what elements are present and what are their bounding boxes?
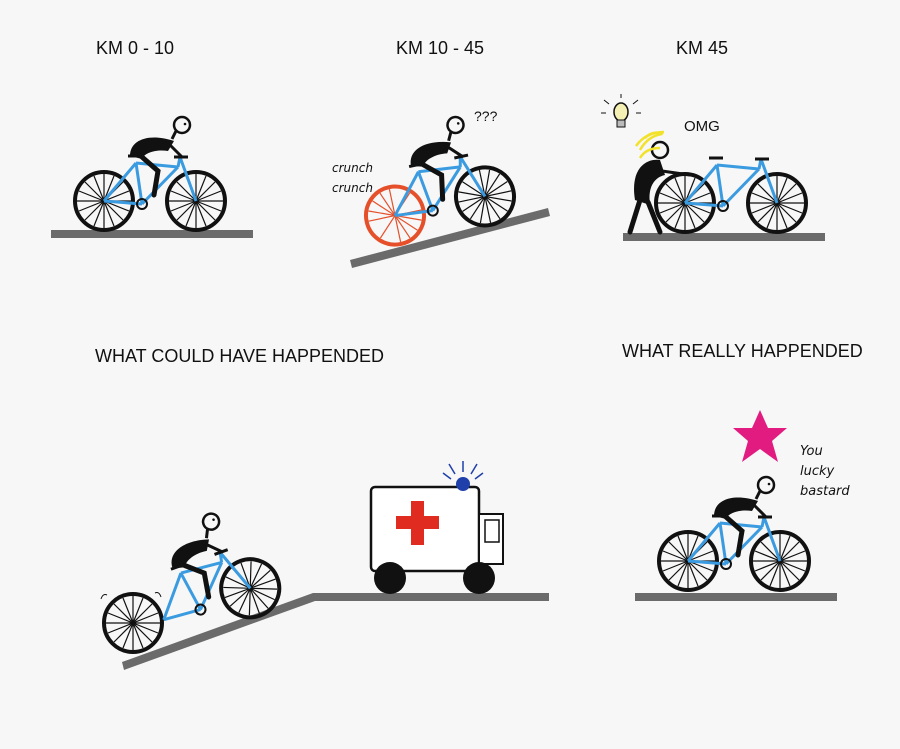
caption-line-3: bastard xyxy=(800,484,850,499)
thought-text: ??? xyxy=(474,108,498,124)
loose-wheel xyxy=(100,592,164,654)
caption-line-2: lucky xyxy=(800,464,835,479)
sound-text-1: crunch xyxy=(332,161,373,175)
bicycle-icon xyxy=(659,477,809,590)
panel-4-title: WHAT COULD HAVE HAPPENDED xyxy=(95,346,385,366)
ambulance-icon xyxy=(369,461,504,594)
road xyxy=(635,593,837,601)
bicycle-icon xyxy=(146,499,290,629)
panel-km-45 xyxy=(601,94,825,241)
bicycle-icon xyxy=(364,108,522,247)
rider-icon xyxy=(159,511,242,605)
panel-could-have xyxy=(100,461,549,670)
bicycle-icon xyxy=(656,158,806,232)
panel-1-title: KM 0 - 10 xyxy=(96,38,175,58)
exclaim-text: OMG xyxy=(684,118,720,135)
road xyxy=(313,593,549,601)
panel-3-title: KM 45 xyxy=(676,38,729,58)
star-icon xyxy=(733,410,787,462)
walker-icon xyxy=(627,130,691,235)
rider-icon xyxy=(403,116,478,205)
road xyxy=(623,233,825,241)
sound-text-2: crunch xyxy=(332,181,373,195)
panel-km-10-45 xyxy=(350,108,550,268)
panel-km-0-10 xyxy=(51,117,253,238)
hair xyxy=(634,130,665,159)
light-bulb-icon xyxy=(601,94,641,128)
caption-line-1: You xyxy=(800,444,823,459)
road xyxy=(51,230,253,238)
panel-5-title: WHAT REALLY HAPPENDED xyxy=(622,341,863,361)
bicycle-icon xyxy=(75,117,225,230)
siren-icon xyxy=(442,461,484,491)
panel-2-title: KM 10 - 45 xyxy=(396,38,485,58)
panel-really xyxy=(635,410,837,601)
slope-road xyxy=(350,208,550,268)
